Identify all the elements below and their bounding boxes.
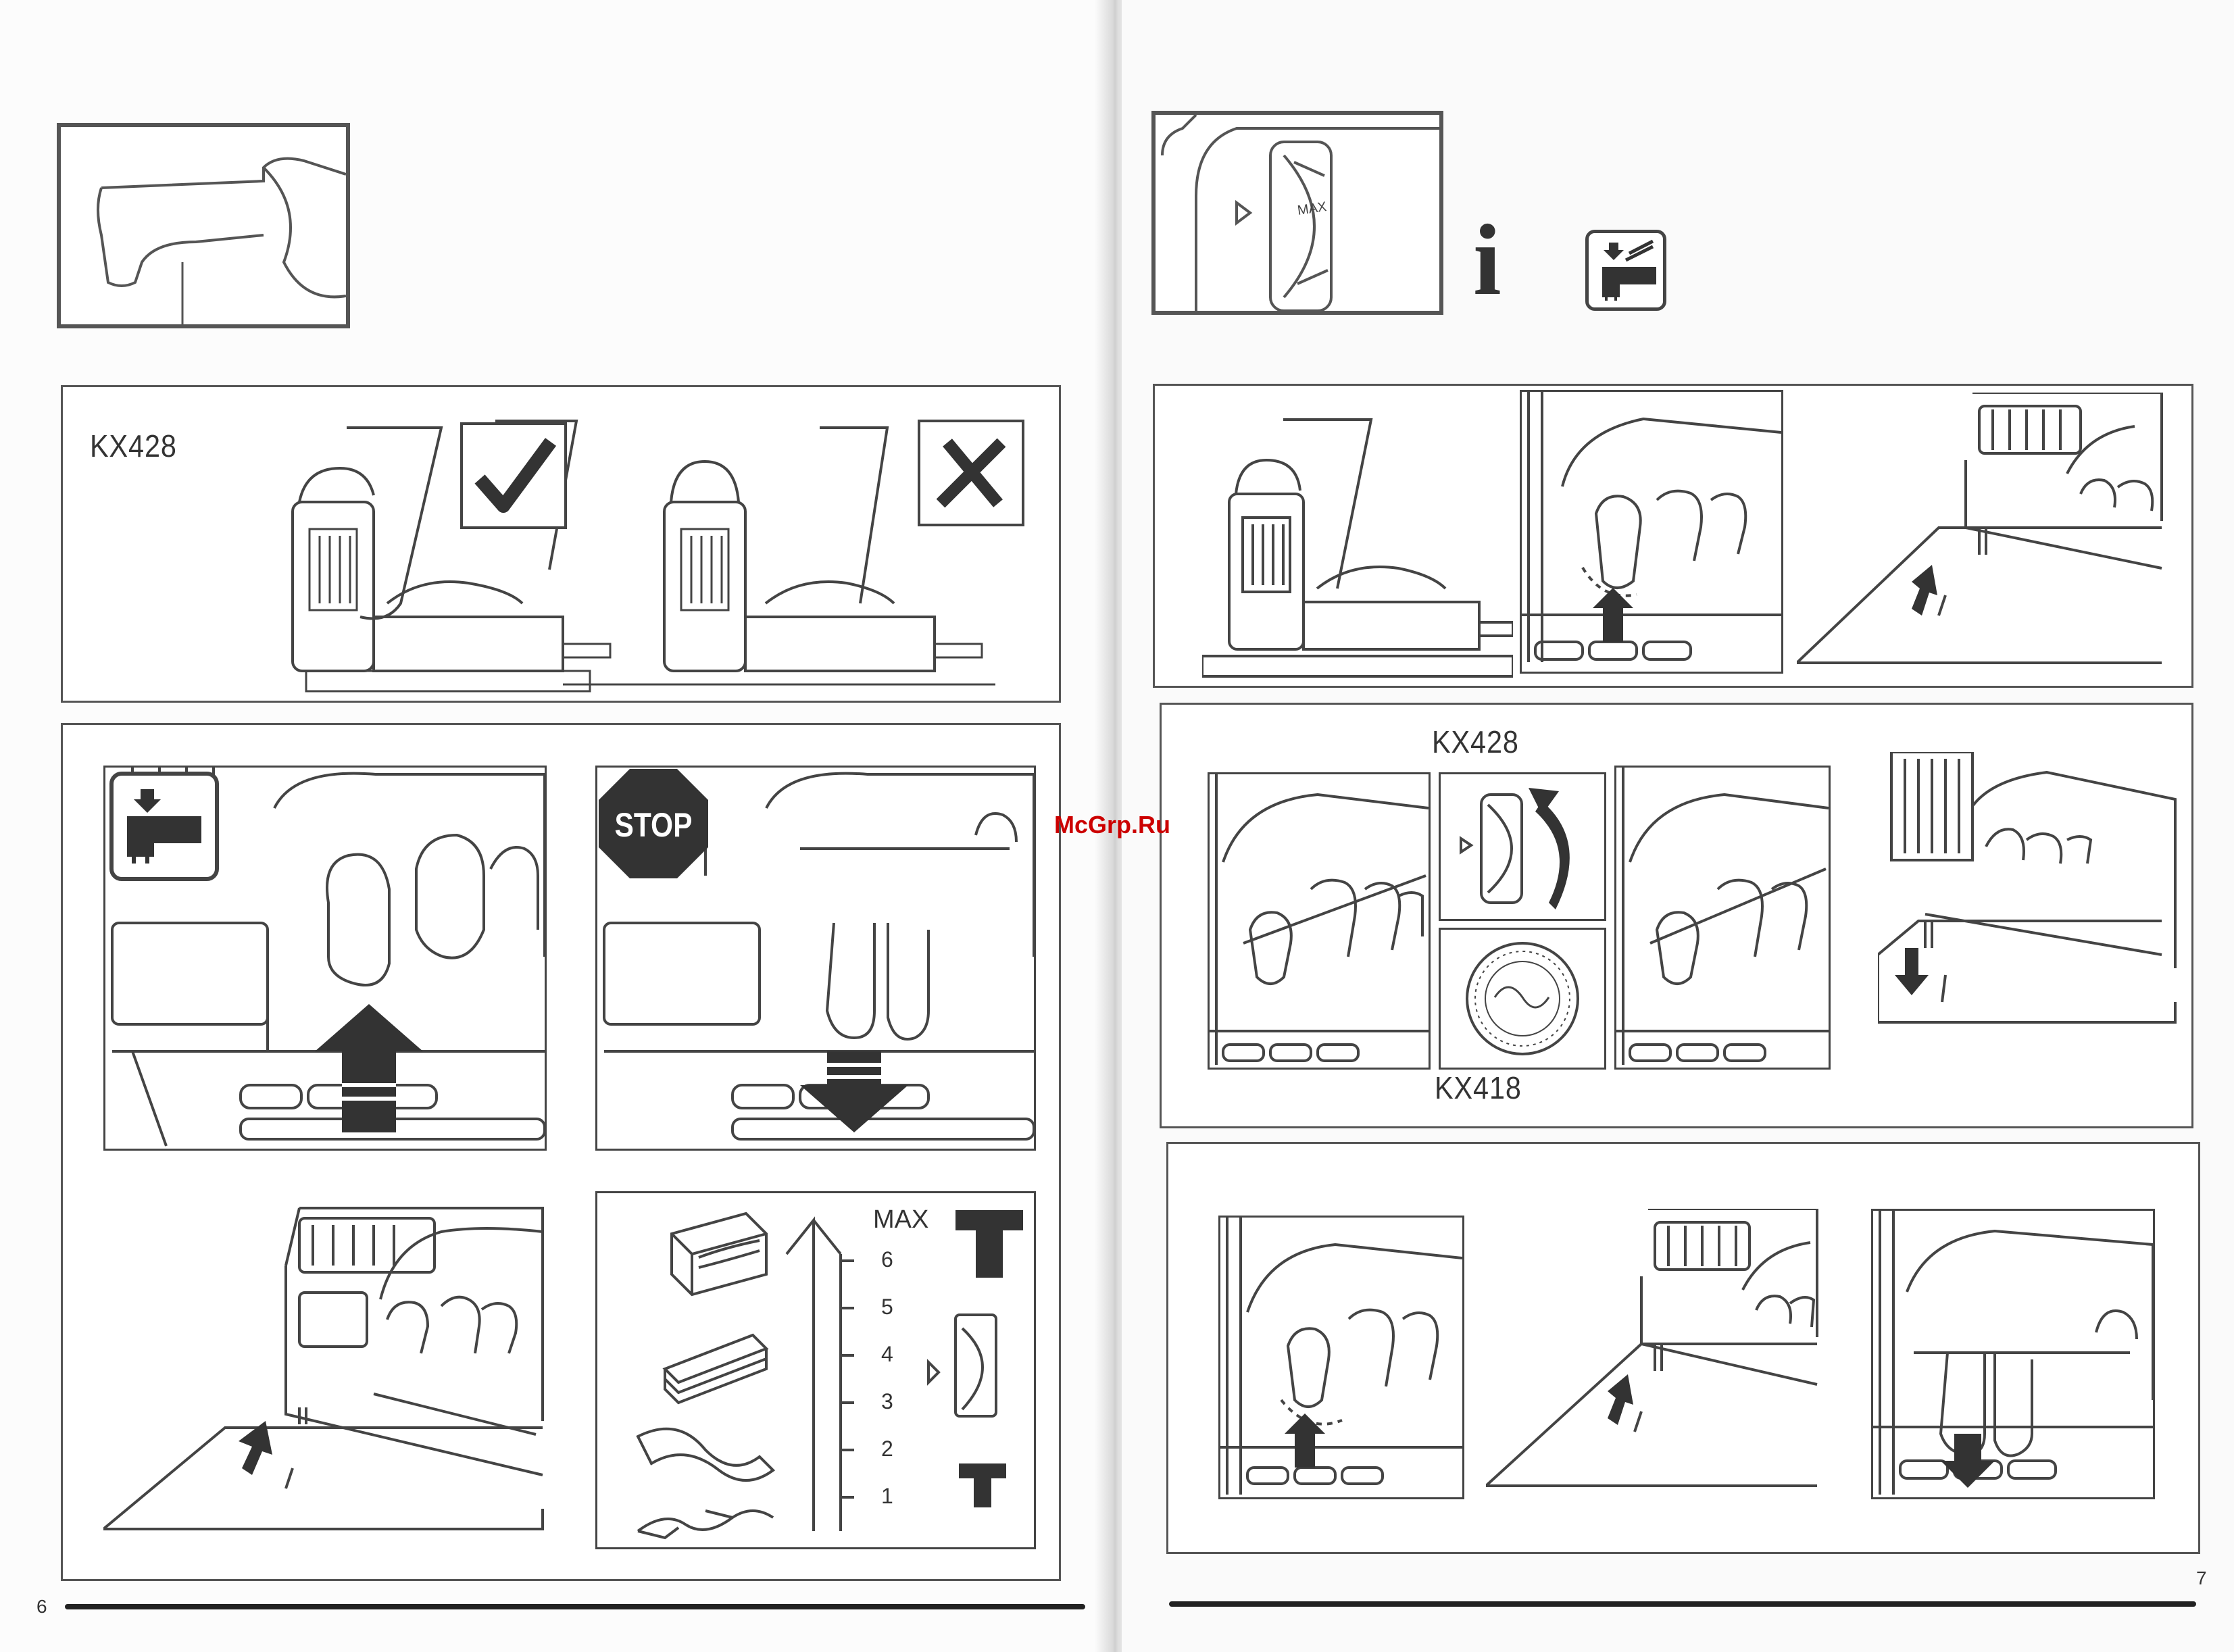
depth-level-3: 3 <box>881 1389 893 1414</box>
dial-wheel-cell <box>1439 928 1606 1070</box>
correct-check-icon <box>460 422 567 529</box>
model-label-kx428-right: KX428 <box>1432 724 1519 760</box>
depth-level-5: 5 <box>881 1295 893 1320</box>
stapling-board-drawing-c <box>1486 1209 1824 1506</box>
depth-adjustment-cell: MAX 6 5 4 3 2 1 <box>595 1191 1036 1549</box>
hand-trigger-cell-a <box>1208 772 1431 1070</box>
stapler-on-board-drawing <box>103 1191 547 1549</box>
depth-dial-illustration: MAX <box>1151 111 1443 315</box>
trigger-up-cell-c <box>1218 1216 1464 1499</box>
single-shot-mode-icon <box>109 772 219 881</box>
trigger-down-cell-c <box>1871 1209 2155 1499</box>
stapling-board-drawing-b <box>1878 752 2189 1070</box>
single-shot-steps-panel <box>1153 384 2193 688</box>
page-number-left: 6 <box>36 1596 47 1618</box>
depth-level-6: 6 <box>881 1247 893 1272</box>
stop-sign-icon: STOP <box>596 766 711 881</box>
depth-model-steps-panel: KX428 KX418 <box>1160 703 2193 1128</box>
left-page: KX428 <box>0 0 1108 1652</box>
trigger-press-stop-cell: STOP <box>595 766 1036 1151</box>
handle-grip-illustration <box>57 123 350 328</box>
page-number-right: 7 <box>2196 1568 2207 1589</box>
multi-shot-mode-icon <box>1585 230 1666 311</box>
watermark-text: McGrp.Ru <box>1054 811 1170 839</box>
footer-rule-right <box>1169 1601 2196 1607</box>
right-page: MAX i <box>1122 0 2234 1652</box>
material-depth-chart <box>597 1193 1034 1547</box>
hand-trigger-cell-b <box>1614 766 1831 1070</box>
stapling-board-drawing-a <box>1797 393 2175 676</box>
footer-rule-left <box>65 1604 1085 1609</box>
info-icon: i <box>1473 209 1501 311</box>
multi-shot-steps-panel <box>1166 1142 2200 1554</box>
stapling-on-board-cell <box>103 1191 547 1549</box>
dial-rotate-cell <box>1439 772 1606 921</box>
stop-sign-text: STOP <box>605 805 703 845</box>
depth-level-4: 4 <box>881 1342 893 1367</box>
model-label-kx428: KX428 <box>90 428 177 464</box>
hand-on-handle-drawing <box>61 127 346 324</box>
depth-level-1: 1 <box>881 1484 893 1509</box>
model-label-kx418: KX418 <box>1435 1070 1522 1106</box>
trigger-release-cell <box>103 766 547 1151</box>
depth-level-2: 2 <box>881 1436 893 1461</box>
depth-max-label: MAX <box>873 1205 928 1234</box>
trigger-up-closeup-cell <box>1520 390 1783 674</box>
grip-comparison-panel: KX428 <box>61 385 1061 703</box>
incorrect-cross-icon <box>918 420 1024 526</box>
operation-steps-panel: STOP <box>61 723 1061 1581</box>
stapler-upright-drawing <box>1202 399 1513 683</box>
